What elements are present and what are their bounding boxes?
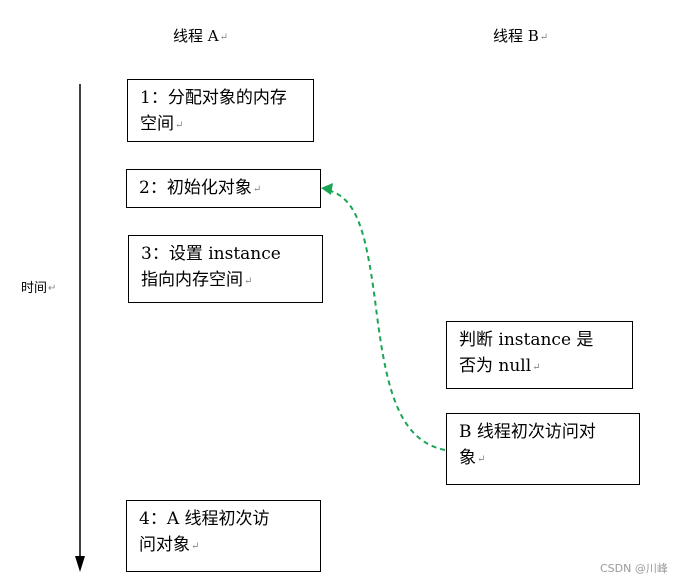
time-axis-arrow: [75, 84, 85, 572]
thread-b-header: 线程 B↵: [493, 27, 549, 45]
thread-a-step-4-line-2: 问对象↵: [139, 535, 200, 555]
time-axis-label: 时间↵: [21, 281, 57, 296]
thread-a-step-1-line-1: 1：分配对象的内存: [140, 88, 287, 108]
thread-a-header: 线程 A↵: [173, 27, 228, 45]
thread-b-step-1-box: 判断 instance 是 否为 null↵: [446, 321, 633, 389]
thread-b-step-2-line-1: B 线程初次访问对: [459, 422, 596, 442]
thread-a-step-3-line-1: 3：设置 instance: [141, 244, 281, 264]
thread-a-step-1-line-2: 空间↵: [140, 114, 184, 134]
thread-a-step-3-box: 3：设置 instance 指向内存空间↵: [128, 235, 323, 303]
csdn-watermark: CSDN @川峰: [600, 562, 668, 575]
thread-a-step-2-line-1: 2：初始化对象↵: [139, 178, 262, 198]
thread-a-step-4-box: 4：A 线程初次访 问对象↵: [126, 500, 321, 572]
thread-a-step-2-box: 2：初始化对象↵: [126, 169, 321, 208]
thread-a-step-3-line-2: 指向内存空间↵: [141, 270, 253, 290]
thread-a-step-4-line-1: 4：A 线程初次访: [139, 509, 270, 529]
thread-b-step-2-box: B 线程初次访问对 象↵: [446, 413, 640, 485]
thread-b-step-1-line-2: 否为 null↵: [459, 356, 541, 376]
thread-b-step-1-line-1: 判断 instance 是: [459, 330, 594, 350]
thread-b-step-2-line-2: 象↵: [459, 448, 486, 468]
thread-a-step-1-box: 1：分配对象的内存 空间↵: [127, 79, 314, 142]
access-dependency-arrow: [321, 183, 446, 451]
